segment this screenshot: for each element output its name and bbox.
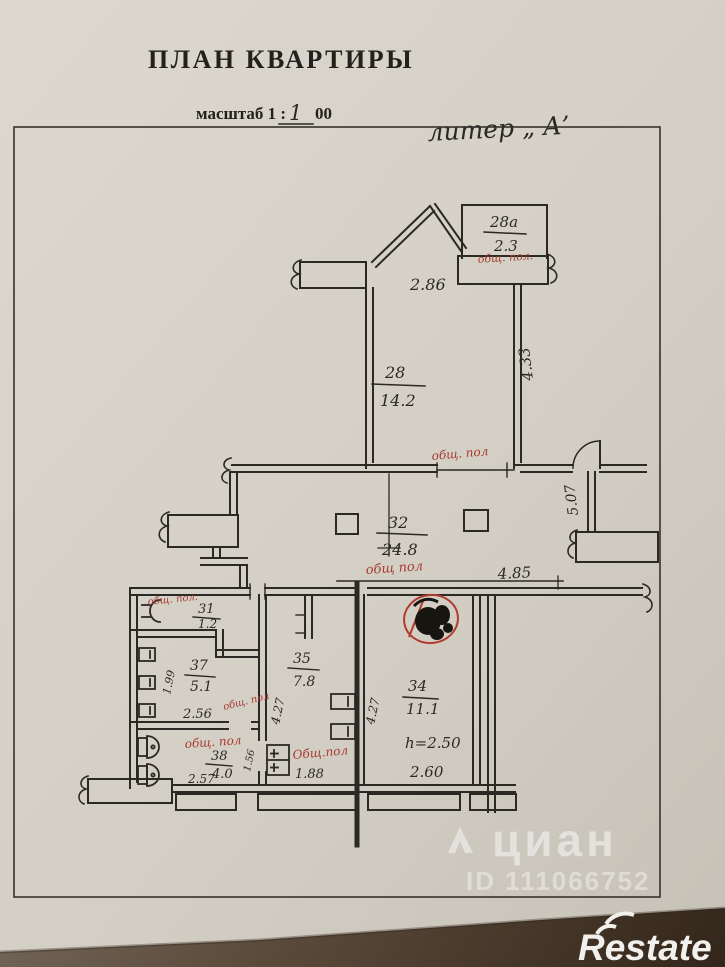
hall-depth-dim: 5.07: [562, 483, 582, 516]
room-area: 11.1: [406, 700, 439, 718]
window-sill-bottom-left: [87, 778, 173, 804]
window-sill-left: [299, 261, 367, 289]
fraction-line: [184, 674, 216, 678]
window-sill-right: [457, 255, 549, 285]
floor-note: Общ.пол: [292, 743, 349, 762]
bay-width-dim: 2.86: [409, 275, 446, 294]
listing-id-text: ID 111066752: [466, 866, 651, 896]
fraction-line: [287, 667, 320, 671]
room-area: 2.3: [493, 237, 518, 255]
stamp-mark: [403, 593, 459, 645]
sink-icon: [141, 599, 161, 623]
room-area: 14.2: [380, 391, 416, 410]
floor-note: общ. пол: [184, 733, 242, 751]
page-title: ПЛАН КВАРТИРЫ: [148, 45, 414, 74]
floor-note: общ. пол.: [477, 249, 533, 266]
door-arc: [572, 440, 601, 469]
room-28a-walls: [461, 204, 548, 259]
appliance-icon: [266, 744, 290, 776]
room-35-labels: 35 7.8 4.27 Общ.пол 1.88: [268, 651, 349, 782]
scale-handwritten-value: 1: [289, 101, 302, 125]
scale-label: масштаб 1 :: [196, 104, 286, 123]
fraction-line: [205, 763, 233, 767]
ceiling-height: h=2.50: [405, 734, 461, 752]
depth-dim: 1.99: [160, 669, 178, 696]
depth-dim: 1.56: [242, 748, 258, 773]
hall-width-dim: 4.85: [496, 563, 531, 583]
cian-logo-icon: [448, 827, 473, 853]
depth-dim: 4.27: [268, 696, 288, 726]
restate-arc-small: [595, 923, 617, 936]
fixtures: [137, 599, 356, 787]
fraction-line: [376, 532, 428, 536]
width-dim: 1.88: [295, 767, 324, 782]
window-sill-bottom-right: [575, 531, 659, 563]
room-area: 24.8: [381, 540, 418, 559]
cian-logo-text: циан: [492, 814, 618, 866]
room-number: 31: [198, 602, 215, 617]
wall-unit-icon: [138, 647, 156, 718]
floor-note: общ. пол: [431, 444, 489, 463]
width-dim: 2.60: [409, 763, 444, 781]
room-number: 28а: [489, 213, 518, 231]
restate-watermark: Restate: [578, 911, 712, 967]
radiator-icon: [330, 693, 356, 740]
room-28a-labels: 28а 2.3 общ. пол.: [477, 213, 533, 266]
room-area: 4.0: [211, 767, 233, 782]
lower-block-walls: [78, 580, 653, 848]
width-dim: 2.57: [187, 772, 215, 786]
room-number: 34: [408, 677, 427, 695]
room-number: 37: [190, 658, 208, 674]
floor-note: общ. пол.: [147, 592, 198, 608]
room-34-labels: 34 11.1 4.27 h=2.50 2.60: [363, 677, 461, 781]
room-area: 7.8: [293, 674, 315, 690]
column-right: [463, 509, 489, 532]
room-number: 32: [388, 513, 408, 532]
restate-logo-text: Restate: [578, 927, 712, 967]
depth-dim: 4.33: [515, 346, 537, 382]
upper-block-walls: [290, 202, 558, 478]
hallway-labels: 32 24.8 общ пол 4.85 5.07: [365, 483, 582, 583]
toilet-icon: [137, 735, 160, 759]
room-area: 1.2: [198, 617, 217, 631]
window-sill-left-hall: [167, 514, 239, 548]
room-28-labels: 2.86 28 14.2 4.33 общ. пол: [371, 275, 537, 463]
room-number: 28: [384, 363, 405, 382]
room-number: 35: [293, 651, 311, 667]
hallway-walls: [158, 440, 659, 590]
room-number: 38: [211, 749, 228, 764]
fraction-line: [371, 383, 426, 387]
room-38-labels: общ. пол 38 4.0 2.57 1.56: [184, 733, 257, 786]
fraction-line: [483, 231, 527, 235]
scale-suffix: 00: [315, 104, 332, 123]
fraction-line: [402, 696, 439, 700]
fraction-line: [192, 616, 221, 620]
sheet-frame: [13, 126, 661, 898]
depth-dim: 4.27: [363, 696, 383, 726]
toilet-icon-2: [137, 763, 160, 787]
title-block: ПЛАН КВАРТИРЫ масштаб 1 : 1 00 литер „ А…: [148, 45, 570, 147]
room-31-labels: общ. пол. 31 1.2: [147, 592, 221, 631]
width-dim: 2.56: [182, 707, 212, 722]
restate-arc-large: [604, 911, 635, 926]
floor-note: общ пол: [365, 559, 423, 578]
listing-watermark: циан ID 111066752: [448, 814, 651, 896]
room-area: 5.1: [190, 679, 212, 695]
column-left: [335, 513, 359, 535]
